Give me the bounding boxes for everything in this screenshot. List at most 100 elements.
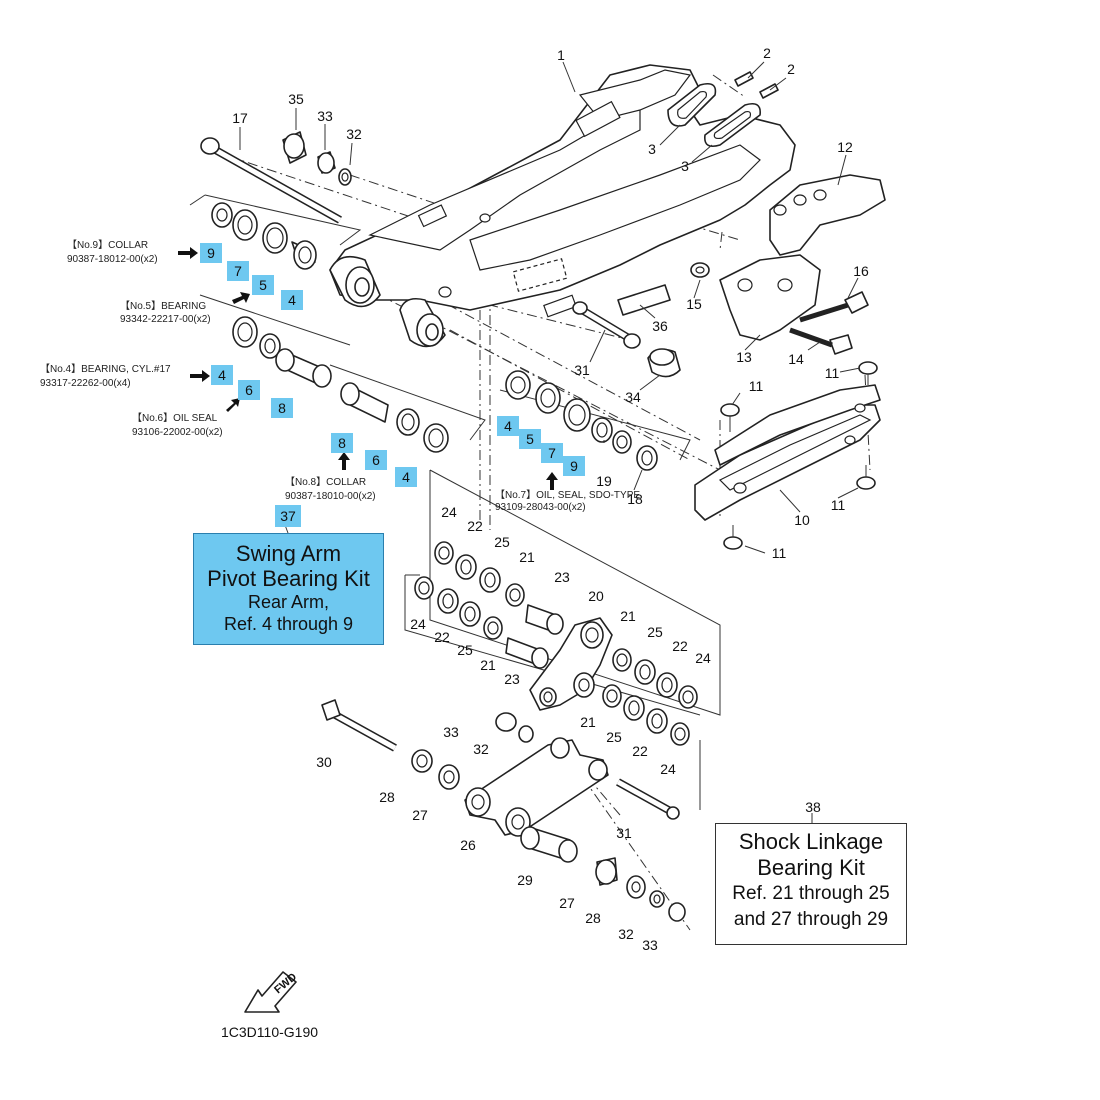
ref-box-label: 4 (288, 292, 296, 308)
swing-kit-line-2: Pivot Bearing Kit (207, 566, 370, 591)
shock-kit-line-1: Shock Linkage (738, 829, 884, 854)
right-bearing-stack (505, 370, 658, 471)
part-ref: 10 (794, 512, 810, 528)
part-ref: 22 (434, 629, 450, 645)
swing-kit-line-1: Swing Arm (235, 541, 342, 566)
part-ref: 34 (625, 389, 641, 405)
part-ref: 14 (788, 351, 804, 367)
part-ref: 24 (695, 650, 711, 666)
part-ref: 21 (519, 549, 535, 565)
ref-box-label: 9 (570, 458, 578, 474)
part-ref: 32 (618, 926, 634, 942)
part-ref: 17 (232, 110, 248, 126)
rear-hardware (572, 284, 681, 378)
part-ref: 20 (588, 588, 604, 604)
ref-box-label: 6 (245, 382, 253, 398)
shock-kit-line-3: Ref. 21 through 25 (732, 883, 890, 904)
part-ref: 23 (554, 569, 570, 585)
part-ref: 24 (410, 616, 426, 632)
relay-arm (529, 617, 613, 711)
ref-box: 6 (365, 450, 387, 470)
callout-part-no: 93109-28043-00(x2) (495, 502, 586, 513)
swing-kit-line-3: Rear Arm, (247, 592, 330, 612)
leader-lines (239, 61, 861, 823)
callout-part-no: 93106-22002-00(x2) (132, 427, 223, 438)
part-ref: 21 (620, 608, 636, 624)
ref-box: 7 (541, 443, 563, 463)
part-ref: 30 (316, 754, 332, 770)
chain-slider-bracket (719, 254, 821, 341)
part-ref: 24 (441, 504, 457, 520)
part-ref: 22 (672, 638, 688, 654)
part-ref: 25 (647, 624, 663, 640)
part-ref: 27 (559, 895, 575, 911)
swing-kit-ref: 37 (280, 508, 296, 524)
swing-kit-line-4: Ref. 4 through 9 (223, 614, 354, 634)
ref-box-label: 9 (207, 245, 215, 261)
bolts (690, 262, 878, 550)
ref-box-label: 8 (338, 435, 346, 451)
callout-tag: 【No.6】OIL SEAL (132, 412, 218, 424)
ref-box-label: 4 (504, 418, 512, 434)
ref-box: 4 (281, 290, 303, 310)
ref-box-label: 5 (526, 431, 534, 447)
callout-part-no: 90387-18010-00(x2) (285, 491, 376, 502)
ref-box: 4 (395, 467, 417, 487)
highlighted-refs: 9 7 5 4 4 6 8 8 6 4 4 5 7 9 37 (200, 243, 585, 527)
ref-box: 6 (238, 380, 260, 400)
part-ref: 27 (412, 807, 428, 823)
part-ref: 2 (763, 45, 771, 61)
left-bearing-stack (211, 202, 449, 453)
ref-box-label: 4 (218, 367, 226, 383)
callout-part-no: 93317-22262-00(x4) (40, 378, 131, 389)
part-ref: 11 (831, 497, 846, 513)
callout-part-no: 90387-18012-00(x2) (67, 254, 158, 265)
part-ref: 1 (557, 47, 565, 63)
callout-part-no: 93342-22217-00(x2) (120, 314, 211, 325)
part-ref: 25 (457, 642, 473, 658)
callout-tag: 【No.4】BEARING, CYL.#17 (40, 363, 171, 375)
part-ref: 3 (648, 141, 656, 157)
part-ref: 32 (346, 126, 362, 142)
part-ref: 32 (473, 741, 489, 757)
forward-arrow-icon: FWD (244, 971, 299, 1013)
ref-box: 5 (252, 275, 274, 295)
ref-box-label: 6 (372, 452, 380, 468)
ref-box: 9 (563, 456, 585, 476)
chain-slider (694, 384, 881, 521)
part-ref: 36 (652, 318, 668, 334)
part-ref: 25 (606, 729, 622, 745)
part-ref: 28 (379, 789, 395, 805)
part-ref: 21 (480, 657, 496, 673)
part-ref: 35 (288, 91, 304, 107)
part-ref: 13 (736, 349, 752, 365)
ref-box: 5 (519, 429, 541, 449)
diagram-code: 1C3D110-G190 (221, 1024, 319, 1040)
ref-box: 4 (211, 365, 233, 385)
shock-kit-ref: 38 (805, 799, 821, 815)
part-ref: 12 (837, 139, 853, 155)
callout-arrows (178, 247, 558, 490)
part-ref: 2 (787, 61, 795, 77)
ref-box-label: 8 (278, 400, 286, 416)
part-ref: 16 (853, 263, 869, 279)
part-ref: 33 (443, 724, 459, 740)
callout-tag: 【No.7】OIL, SEAL, SDO-TYPE (495, 489, 640, 501)
ref-box: 9 (200, 243, 222, 263)
part-numbers: 1 2 2 3 3 12 17 35 33 32 11 15 16 36 31 … (232, 45, 869, 953)
ref-box: 7 (227, 261, 249, 281)
part-ref: 33 (642, 937, 658, 953)
ref-box: 8 (271, 398, 293, 418)
chain-adjuster-plates (667, 71, 779, 148)
connecting-rod-assembly (321, 699, 686, 922)
ref-box: 8 (331, 433, 353, 453)
callout-tag: 【No.8】COLLAR (285, 476, 366, 488)
shock-linkage-kit-box: Shock Linkage Bearing Kit Ref. 21 throug… (715, 823, 907, 945)
part-ref: 26 (460, 837, 476, 853)
part-ref: 31 (574, 362, 590, 378)
part-ref: 23 (504, 671, 520, 687)
ref-box-label: 4 (402, 469, 410, 485)
part-ref: 33 (317, 108, 333, 124)
